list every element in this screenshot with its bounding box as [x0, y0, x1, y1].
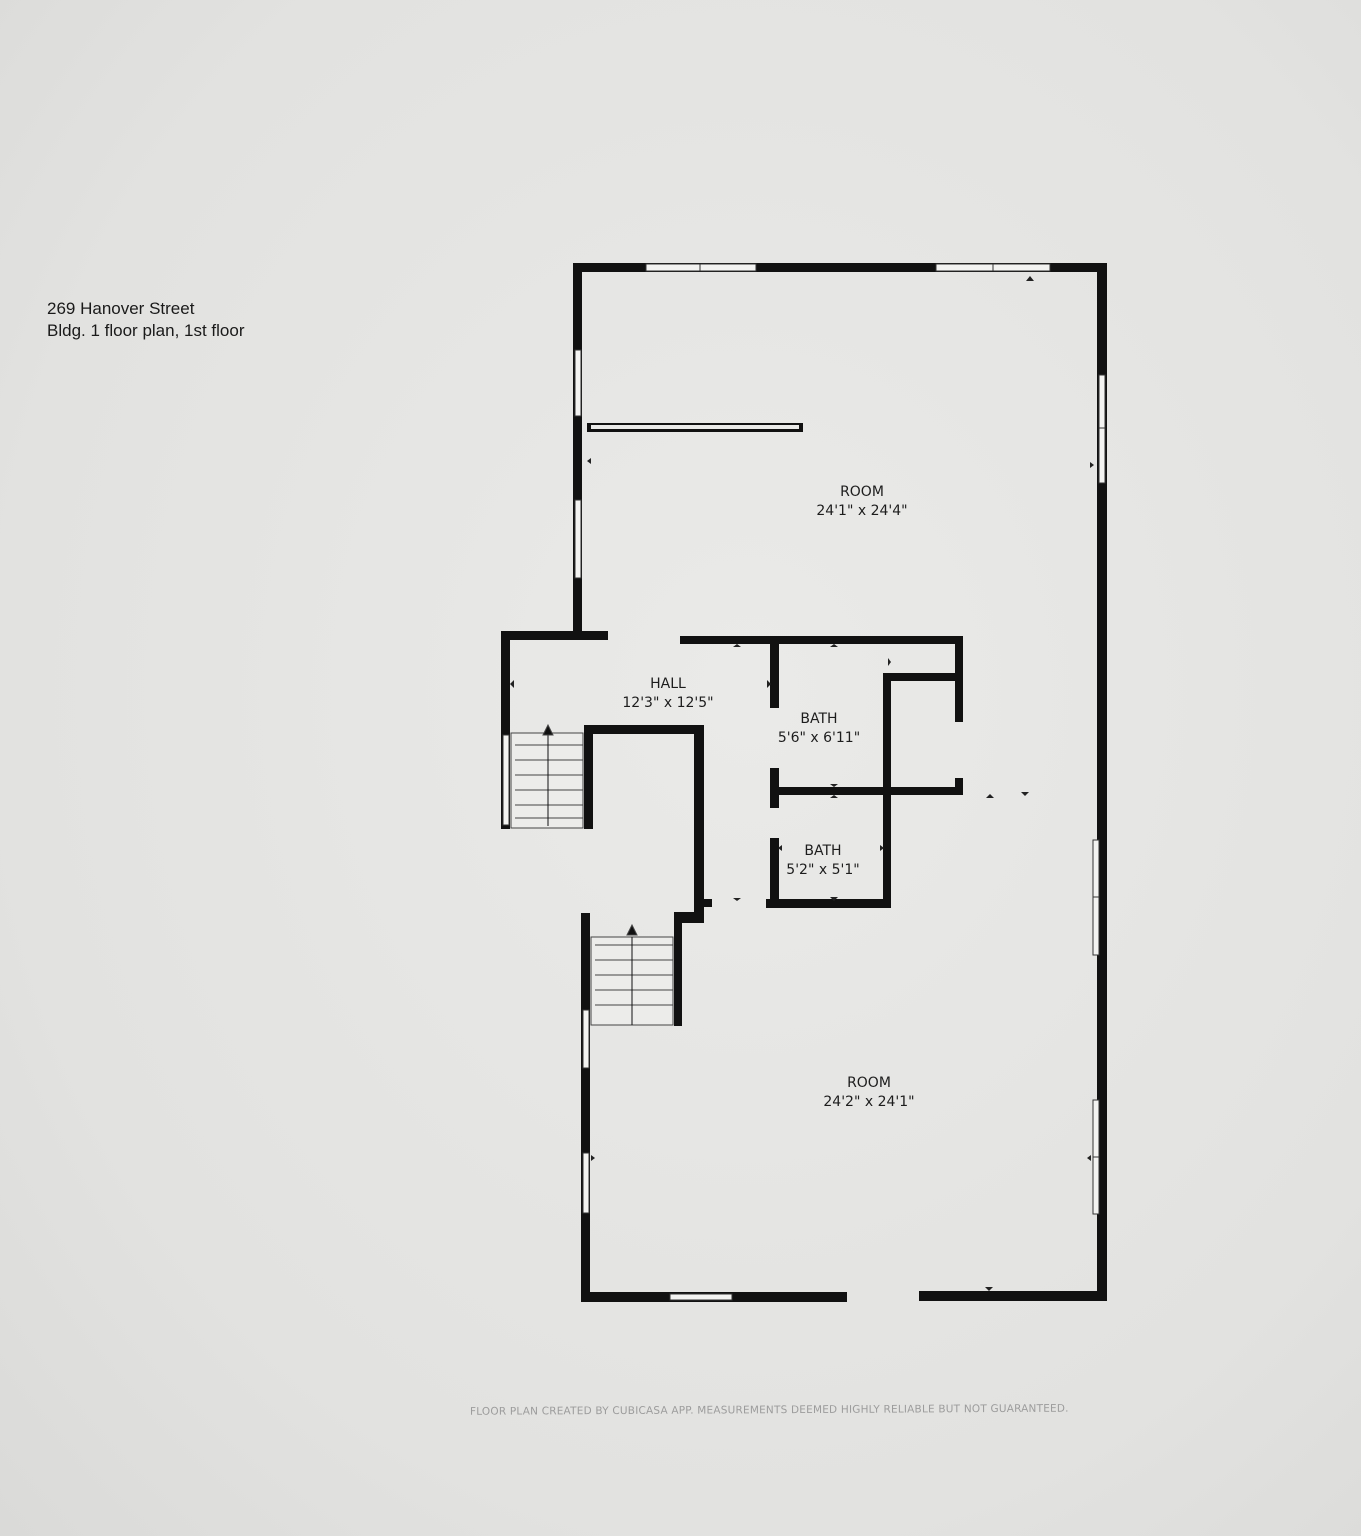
wall-left-lower — [581, 913, 590, 1302]
door-marker-icon — [986, 794, 994, 798]
door-marker-icon — [591, 1155, 595, 1161]
stair-arrow-icon — [542, 723, 554, 736]
door-marker-icon — [767, 680, 771, 688]
bath-2-name: BATH — [804, 843, 841, 859]
window-top-1 — [645, 263, 757, 272]
wall-stair-left — [584, 725, 593, 829]
window-left-1 — [574, 349, 582, 417]
door-marker-icon — [888, 658, 891, 666]
room-top-size: 24'1" x 24'4" — [816, 503, 907, 519]
room-bottom-size: 24'2" x 24'1" — [823, 1094, 914, 1110]
door-marker-icon — [733, 898, 741, 901]
walls — [501, 263, 1107, 1302]
wall-stair-right — [694, 725, 704, 923]
wall-bath1-left — [770, 640, 779, 708]
wall-stair-top — [584, 725, 704, 734]
wall-bottom-right — [919, 1291, 1105, 1301]
stairs-lower — [590, 923, 674, 1026]
door-marker-icon — [1087, 1155, 1091, 1161]
wall-hall-left — [501, 631, 510, 829]
door-marker-icon — [830, 897, 838, 901]
plan-subtitle: Bldg. 1 floor plan, 1st floor — [47, 321, 245, 340]
window-left-2 — [574, 499, 582, 579]
bath-2-size: 5'2" x 5'1" — [786, 862, 859, 878]
window-left-3 — [582, 1009, 590, 1069]
address-title: 269 Hanover Street — [47, 299, 195, 318]
bath-1-name: BATH — [800, 711, 837, 727]
door-marker-icon — [587, 458, 591, 464]
stairs-upper — [510, 723, 584, 829]
wall-bath-top — [680, 636, 963, 644]
door-markers — [510, 276, 1094, 1291]
wall-stair2-right — [674, 912, 682, 1026]
door-marker-icon — [830, 795, 838, 798]
wall-left-upper — [573, 263, 582, 639]
window-bottom — [669, 1293, 733, 1301]
plan-header: 269 Hanover Street Bldg. 1 floor plan, 1… — [47, 298, 245, 342]
wall-bath-divider — [770, 787, 962, 795]
room-top-name: ROOM — [840, 484, 884, 500]
window-left-4 — [582, 1152, 590, 1214]
door-marker-icon — [1026, 276, 1034, 281]
wall-closet-right-stub — [955, 778, 963, 795]
window-hall — [502, 734, 510, 826]
door-marker-icon — [510, 680, 514, 688]
door-marker-icon — [830, 784, 838, 787]
wall-stair-foot — [674, 912, 704, 923]
stair-arrow-icon — [626, 923, 638, 936]
wall-bath2-left — [770, 838, 779, 908]
wall-right — [1097, 263, 1107, 1301]
windows — [502, 263, 1106, 1301]
door-marker-icon — [830, 644, 838, 647]
room-bottom-name: ROOM — [847, 1075, 891, 1091]
hall-size: 12'3" x 12'5" — [622, 695, 713, 711]
wall-bath-inner — [883, 673, 891, 907]
room-labels: ROOM 24'1" x 24'4" HALL 12'3" x 12'5" BA… — [622, 484, 914, 1110]
wall-stub — [704, 899, 712, 907]
bath-1-size: 5'6" x 6'11" — [778, 730, 860, 746]
wall-upper-partition-fill — [591, 425, 799, 429]
wall-top — [573, 263, 1107, 272]
window-right-1 — [1098, 374, 1106, 484]
door-marker-icon — [1090, 462, 1094, 468]
hall-name: HALL — [650, 676, 686, 692]
door-marker-icon — [733, 644, 741, 647]
door-marker-icon — [880, 845, 884, 851]
wall-bath-inner-top — [883, 673, 961, 681]
door-marker-icon — [1021, 792, 1029, 796]
wall-bath2-bottom — [766, 899, 891, 908]
wall-hall-top-left — [501, 631, 608, 640]
door-marker-icon — [985, 1287, 993, 1291]
door-marker-icon — [778, 845, 782, 851]
